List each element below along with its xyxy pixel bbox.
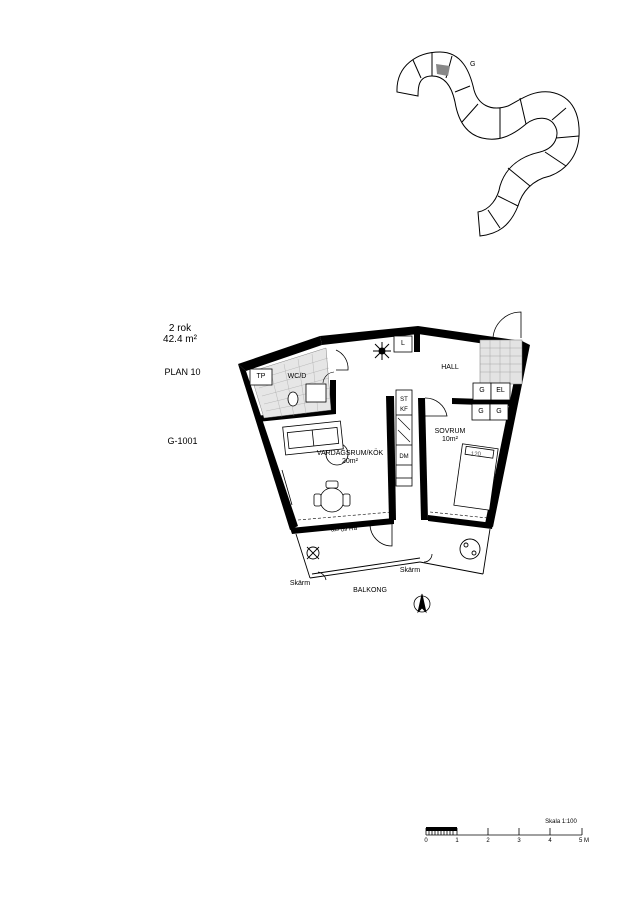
scale-tick-5: 5 M	[578, 838, 589, 844]
label-tp: TP	[256, 373, 266, 380]
washbasin	[305, 383, 327, 403]
exterior-walls	[238, 326, 530, 534]
unit-location-highlight	[436, 64, 450, 76]
wardrobe-bedroom-2	[489, 403, 509, 421]
linen-cabinet	[393, 335, 413, 353]
hall-tiles	[479, 339, 523, 385]
entrance-door-swing	[492, 311, 522, 339]
unit-area: 42.4 m²	[163, 334, 197, 345]
label-st: ST	[400, 397, 408, 403]
floor-label: PLAN 10	[164, 367, 201, 377]
scale-bar-fill	[426, 827, 457, 831]
windows	[297, 511, 489, 521]
balcony-plant-left-icon	[306, 546, 320, 560]
label-living: VARDAGSRUM/KÖK	[316, 450, 384, 457]
key-plan-marker: G	[470, 61, 475, 68]
north-arrow-icon	[413, 593, 431, 614]
wc-door-swing	[335, 349, 349, 371]
sofa	[282, 420, 344, 456]
scale-label: Skala 1:100	[545, 819, 577, 825]
tp-cabinet	[249, 368, 273, 386]
key-plan	[396, 51, 580, 237]
scale-tick-4: 4	[548, 838, 552, 844]
bed	[453, 443, 499, 511]
scale-bar	[425, 828, 583, 836]
label-dm: DM	[399, 454, 409, 460]
unit-rooms: 2 rok	[168, 323, 192, 334]
scale-tick-0: 0	[424, 838, 428, 844]
label-bedroom-area: 10m²	[442, 436, 458, 443]
label-electric: EL	[496, 387, 505, 394]
toilet	[287, 391, 299, 407]
scale-tick-3: 3	[517, 838, 521, 844]
label-wardrobe-3: G	[478, 408, 484, 415]
bedroom-door-swing	[424, 397, 448, 417]
label-hall: HALL	[441, 364, 459, 371]
label-wardrobe-4: G	[496, 408, 502, 415]
tv-unit	[281, 469, 293, 506]
label-wc: WC/D	[287, 373, 307, 380]
balcony-door-swing	[369, 523, 393, 547]
label-bed-width: 120	[470, 452, 481, 458]
balcony-table-icon	[459, 538, 481, 560]
label-living-area: 20m²	[342, 458, 358, 465]
dining-set	[313, 480, 351, 513]
label-bedroom: SOVRUM	[434, 428, 466, 435]
label-wardrobe-1: G	[479, 387, 485, 394]
unit-id: G-1001	[167, 436, 198, 446]
label-screen-left: Skärm	[289, 580, 311, 587]
kitchen-counter	[395, 389, 413, 487]
scale-tick-1: 1	[455, 838, 459, 844]
label-linen: L	[401, 340, 405, 347]
label-screen-right: Skärm	[399, 567, 421, 574]
plant-icon	[373, 342, 391, 360]
balcony-outline	[295, 528, 491, 579]
electric-cabinet	[490, 382, 511, 401]
scale-tick-2: 2	[486, 838, 490, 844]
label-kf: KF	[400, 407, 408, 413]
label-balcony: BALKONG	[353, 587, 387, 594]
